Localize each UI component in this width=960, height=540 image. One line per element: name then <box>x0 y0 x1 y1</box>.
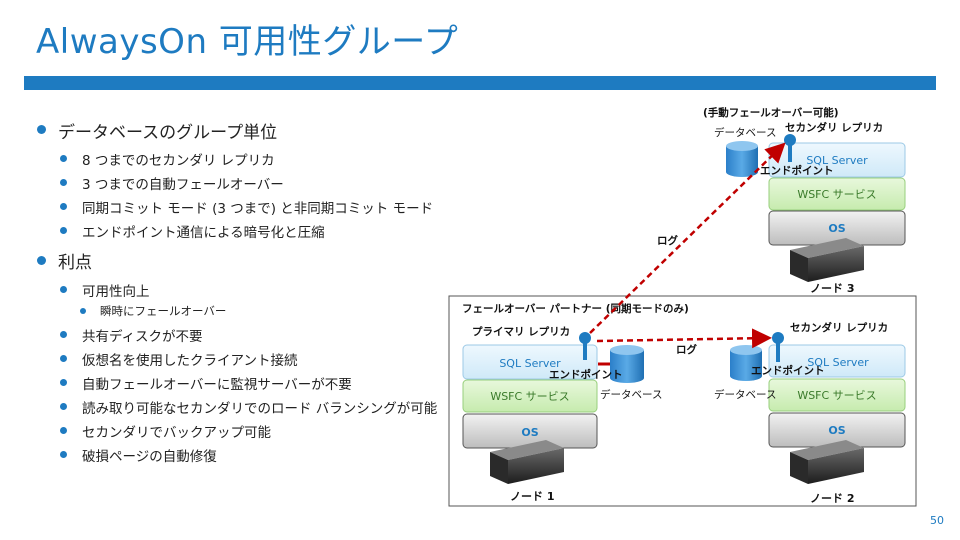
bullet-secondary-replicas: 8 つまでのセカンダリ レプリカ <box>82 153 275 169</box>
bullet-dot <box>60 227 67 234</box>
sql-server-label-node3: SQL Server <box>806 154 868 167</box>
title-underline-bar <box>24 76 936 90</box>
secondary-replica-label-node3: セカンダリ レプリカ <box>785 121 883 134</box>
bullet-load-balancing: 読み取り可能なセカンダリでのロード バランシングが可能 <box>82 401 438 417</box>
sql-server-layer-node3 <box>768 142 906 178</box>
primary-replica-label: プライマリ レプリカ <box>472 325 570 338</box>
node2-label: ノード 2 <box>810 492 854 505</box>
sql-server-layer-node1 <box>462 344 598 380</box>
endpoint-label-node3: エンドポイント <box>760 164 834 177</box>
sql-server-layer-node2 <box>768 344 906 378</box>
sql-server-label-node1: SQL Server <box>499 357 561 370</box>
endpoint-icon-node2 <box>772 332 784 344</box>
log-label-node3: ログ <box>657 234 678 247</box>
failover-partner-box <box>448 295 917 507</box>
bullet-dot <box>60 403 67 410</box>
bullet-page-repair: 破損ページの自動修復 <box>82 449 217 465</box>
log-arrow-to-node3 <box>589 142 786 334</box>
bullet-dot <box>60 286 67 293</box>
bullet-instant-failover: 瞬時にフェールオーバー <box>100 304 227 318</box>
bullet-dot <box>80 308 86 314</box>
server-icon-node2 <box>790 440 864 484</box>
slide-number: 50 <box>930 514 944 527</box>
os-layer-node3 <box>768 210 906 246</box>
bullet-no-shared-disk: 共有ディスクが不要 <box>82 329 203 345</box>
server-icon-node1 <box>490 440 564 484</box>
slide-title: AlwaysOn 可用性グループ <box>36 22 459 62</box>
bullet-backup-secondary: セカンダリでバックアップ可能 <box>82 425 271 441</box>
bullet-endpoint-encryption: エンドポイント通信による暗号化と圧縮 <box>82 225 325 241</box>
log-arrow-to-node2 <box>596 328 772 349</box>
failover-partner-label: フェールオーバー パートナー (同期モードのみ) <box>462 302 689 315</box>
endpoint-label-node2: エンドポイント <box>751 364 825 377</box>
database-icon-node1 <box>610 345 644 383</box>
bullet-dot <box>60 355 67 362</box>
log-label-node2: ログ <box>676 343 697 356</box>
wsfc-layer-node3 <box>768 177 906 211</box>
bullet-dot <box>60 179 67 186</box>
bullet-dot <box>60 451 67 458</box>
server-icon-node3 <box>790 238 864 282</box>
bullet-availability: 可用性向上 <box>82 284 150 300</box>
os-label-node1: OS <box>521 426 538 439</box>
bullet-database-group: データベースのグループ単位 <box>58 123 278 143</box>
os-label-node2: OS <box>828 424 845 437</box>
bullet-virtual-name: 仮想名を使用したクライアント接続 <box>82 353 298 369</box>
database-icon-node3 <box>726 141 758 177</box>
bullet-auto-failover: 3 つまでの自動フェールオーバー <box>82 177 284 193</box>
bullet-dot <box>60 203 67 210</box>
os-layer-node2 <box>768 412 906 448</box>
sql-server-label-node2: SQL Server <box>807 356 869 369</box>
bullet-dot <box>60 427 67 434</box>
database-icon-node2 <box>730 345 762 381</box>
wsfc-label-node1: WSFC サービス <box>490 390 569 403</box>
endpoint-icon-node3 <box>784 134 796 146</box>
bullet-dot <box>37 256 46 265</box>
endpoint-icon-node1 <box>579 332 591 344</box>
bullet-no-witness: 自動フェールオーバーに監視サーバーが不要 <box>82 377 352 393</box>
bullet-dot <box>37 125 46 134</box>
database-label-node1: データベース <box>600 388 662 401</box>
bullet-dot <box>60 379 67 386</box>
node3-label: ノード 3 <box>810 282 854 295</box>
endpoint-label-node1: エンドポイント <box>549 368 623 381</box>
database-label-node2: データベース <box>714 388 776 401</box>
bullet-dot <box>60 331 67 338</box>
bullet-benefits: 利点 <box>58 253 92 273</box>
os-label-node3: OS <box>828 222 845 235</box>
database-label-node3: データベース <box>714 126 776 139</box>
wsfc-layer-node2 <box>768 378 906 412</box>
node1-label: ノード 1 <box>510 490 554 503</box>
os-layer-node1 <box>462 413 598 449</box>
bullet-dot <box>60 155 67 162</box>
wsfc-label-node2: WSFC サービス <box>797 389 876 402</box>
bullet-commit-modes: 同期コミット モード (3 つまで) と非同期コミット モード <box>82 201 434 217</box>
wsfc-layer-node1 <box>462 379 598 413</box>
wsfc-label-node3: WSFC サービス <box>797 188 876 201</box>
manual-failover-label: (手動フェールオーバー可能) <box>703 106 839 119</box>
secondary-replica-label-node2: セカンダリ レプリカ <box>790 321 888 334</box>
